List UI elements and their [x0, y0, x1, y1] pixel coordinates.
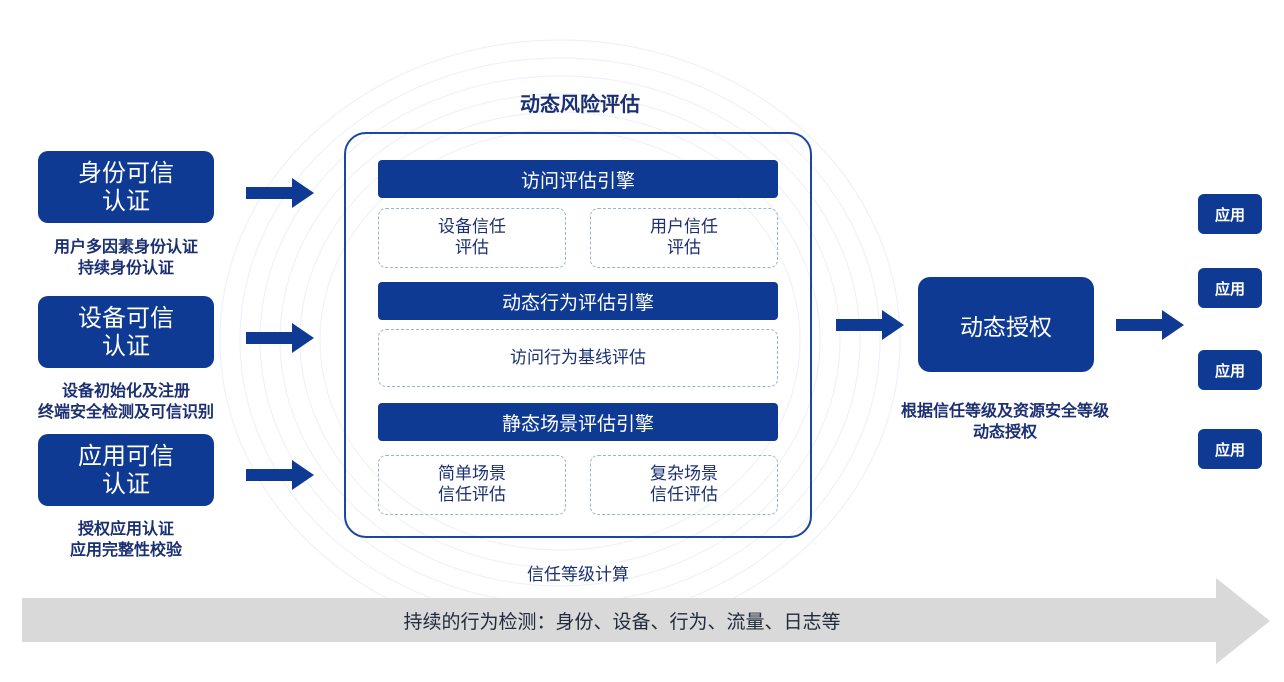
dynamic-behavior-engine: 动态行为评估引擎 [378, 282, 778, 320]
access-assessment-engine: 访问评估引擎 [378, 160, 778, 198]
user-trust-assessment-line2: 评估 [667, 238, 701, 258]
app-trust-desc: 授权应用认证 应用完整性校验 [0, 518, 252, 560]
dynamic-authorization-desc: 根据信任等级及资源安全等级 动态授权 [860, 400, 1150, 442]
simple-scenario-line1: 简单场景 [438, 464, 506, 484]
auth-desc-line2: 动态授权 [972, 422, 1037, 441]
continuous-detection-arrow [22, 578, 1270, 664]
identity-trust-box: 身份可信 认证 [38, 151, 214, 223]
complex-scenario-line1: 复杂场景 [650, 464, 718, 484]
arrow-right-icon [836, 310, 904, 340]
device-trust-desc: 设备初始化及注册 终端安全检测及可信识别 [0, 380, 252, 422]
complex-scenario-line2: 信任评估 [650, 485, 718, 505]
app-trust-box: 应用可信 认证 [38, 434, 214, 506]
user-trust-assessment: 用户信任 评估 [590, 208, 778, 268]
simple-scenario-line2: 信任评估 [438, 485, 506, 505]
app-box: 应用 [1198, 429, 1262, 469]
app-trust-desc-line1: 授权应用认证 [77, 519, 174, 538]
identity-trust-desc: 用户多因素身份认证 持续身份认证 [0, 236, 252, 278]
arrow-right-icon [246, 323, 314, 353]
device-trust-assessment: 设备信任 评估 [378, 208, 566, 268]
access-behavior-baseline-label: 访问行为基线评估 [510, 347, 646, 368]
dynamic-authorization-box: 动态授权 [918, 277, 1094, 372]
access-behavior-baseline: 访问行为基线评估 [378, 329, 778, 387]
identity-trust-desc-line1: 用户多因素身份认证 [53, 237, 198, 256]
app-trust-title-line2: 认证 [102, 470, 150, 498]
trust-level-calc-label: 信任等级计算 [527, 565, 629, 585]
app-box: 应用 [1198, 194, 1262, 234]
identity-trust-title-line2: 认证 [102, 187, 150, 215]
device-trust-title-line2: 认证 [102, 332, 150, 360]
app-trust-desc-line2: 应用完整性校验 [69, 540, 182, 559]
device-trust-assessment-line2: 评估 [455, 238, 489, 258]
simple-scenario-assessment: 简单场景 信任评估 [378, 455, 566, 515]
diagram-title: 动态风险评估 [520, 92, 640, 116]
continuous-detection-text: 持续的行为检测：身份、设备、行为、流量、日志等 [403, 610, 841, 633]
app-trust-title-line1: 应用可信 [78, 442, 174, 470]
auth-desc-line1: 根据信任等级及资源安全等级 [900, 401, 1109, 420]
device-trust-assessment-line1: 设备信任 [438, 217, 506, 237]
complex-scenario-assessment: 复杂场景 信任评估 [590, 455, 778, 515]
device-trust-box: 设备可信 认证 [38, 296, 214, 368]
identity-trust-desc-line2: 持续身份认证 [77, 258, 174, 277]
arrow-right-icon [246, 178, 314, 208]
app-box: 应用 [1198, 268, 1262, 308]
app-box: 应用 [1198, 350, 1262, 390]
identity-trust-title-line1: 身份可信 [78, 159, 174, 187]
device-trust-title-line1: 设备可信 [78, 304, 174, 332]
risk-assessment-frame [344, 132, 812, 538]
arrow-right-icon [246, 460, 314, 490]
device-trust-desc-line2: 终端安全检测及可信识别 [37, 402, 214, 421]
static-scenario-engine: 静态场景评估引擎 [378, 403, 778, 441]
user-trust-assessment-line1: 用户信任 [650, 217, 718, 237]
arrow-right-icon [1116, 310, 1184, 340]
device-trust-desc-line1: 设备初始化及注册 [61, 381, 190, 400]
